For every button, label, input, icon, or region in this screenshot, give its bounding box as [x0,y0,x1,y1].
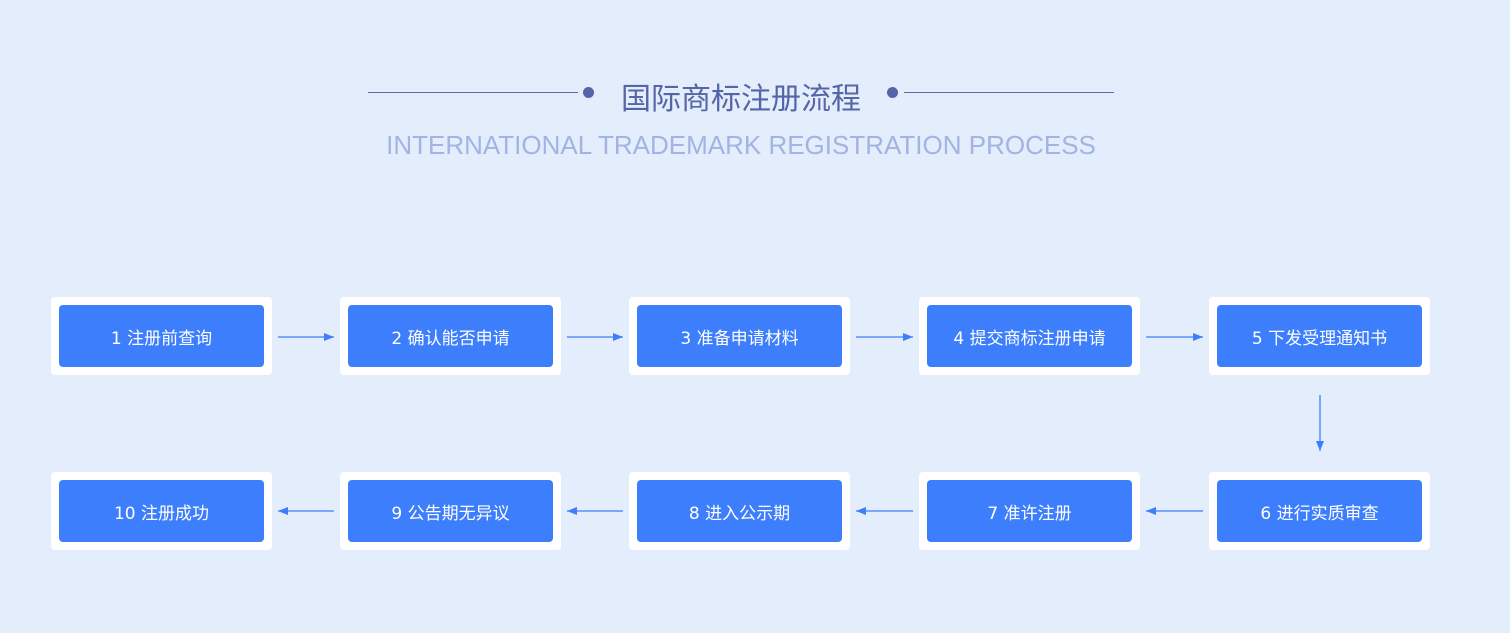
step-box: 8 进入公示期 [629,472,850,550]
page-title: 国际商标注册流程 [621,82,861,117]
title-line-left [368,92,578,93]
step-label: 7 准许注册 [927,480,1132,542]
step-box: 1 注册前查询 [51,297,272,375]
title-dot-left [583,87,594,98]
page-subtitle: INTERNATIONAL TRADEMARK REGISTRATION PRO… [386,130,1096,160]
step-box: 3 准备申请材料 [629,297,850,375]
step-box: 10 注册成功 [51,472,272,550]
arrow-icon [1146,333,1203,341]
step-label: 9 公告期无异议 [348,480,553,542]
step-label: 4 提交商标注册申请 [927,305,1132,367]
step-label: 2 确认能否申请 [348,305,553,367]
step-box: 9 公告期无异议 [340,472,561,550]
title-line-right [904,92,1114,93]
step-label: 8 进入公示期 [637,480,842,542]
step-label: 3 准备申请材料 [637,305,842,367]
step-box: 5 下发受理通知书 [1209,297,1430,375]
step-box: 7 准许注册 [919,472,1140,550]
arrow-icon [278,333,334,341]
arrow-icon [567,507,623,515]
step-label: 5 下发受理通知书 [1217,305,1422,367]
step-box: 2 确认能否申请 [340,297,561,375]
arrow-icon [278,507,334,515]
arrow-icon [856,333,913,341]
step-label: 10 注册成功 [59,480,264,542]
step-box: 6 进行实质审查 [1209,472,1430,550]
step-label: 1 注册前查询 [59,305,264,367]
arrow-icon [567,333,623,341]
step-label: 6 进行实质审查 [1217,480,1422,542]
arrow-icon [856,507,913,515]
arrow-icon [1146,507,1203,515]
step-box: 4 提交商标注册申请 [919,297,1140,375]
title-dot-right [887,87,898,98]
arrow-icon [1316,395,1324,451]
